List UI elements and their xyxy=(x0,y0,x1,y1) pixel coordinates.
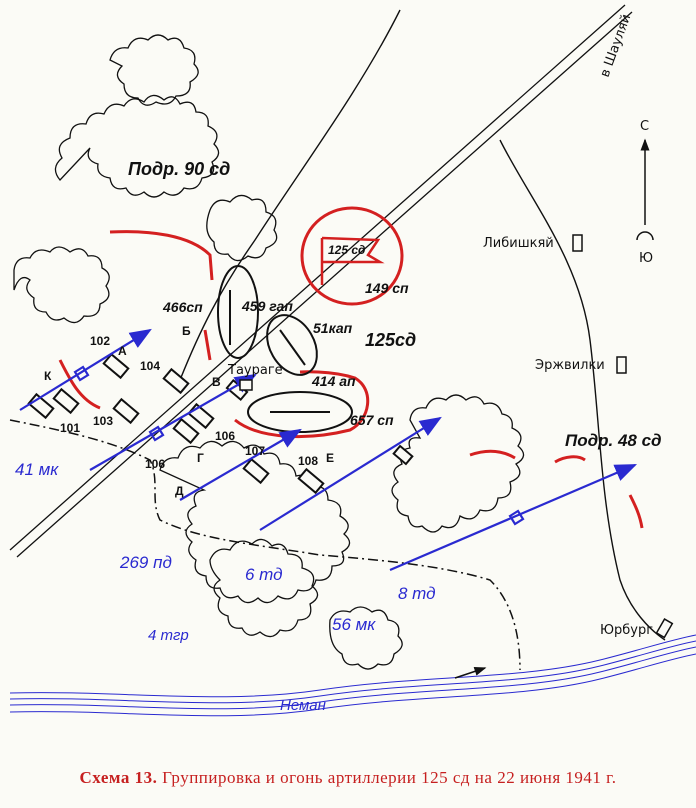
town-markers xyxy=(239,234,674,639)
kap51-oval xyxy=(266,314,318,376)
battery-e: Е xyxy=(326,451,334,465)
roads xyxy=(179,9,666,641)
compass-north: С xyxy=(640,119,649,134)
friendly-artillery xyxy=(217,265,353,433)
forest-west xyxy=(13,246,110,324)
border-line xyxy=(9,419,521,671)
label-41mk: 41 мк xyxy=(15,460,59,479)
battery-v: В xyxy=(212,375,221,389)
battle-map: в Шауляй xyxy=(9,4,696,717)
art-101: 101 xyxy=(60,421,80,435)
river-neman xyxy=(9,634,696,717)
label-269pd: 269 пд xyxy=(119,553,172,572)
art-108: 108 xyxy=(298,454,318,468)
art-107: 107 xyxy=(245,444,265,458)
label-6td: 6 тд xyxy=(245,565,283,584)
town-yurburg: Юрбург xyxy=(600,623,653,638)
forest-areas xyxy=(13,34,525,670)
friendly-line-north xyxy=(109,230,214,281)
forest-south xyxy=(159,440,351,604)
compass-south: Ю xyxy=(639,251,653,266)
attack-arrow-8td xyxy=(389,463,638,572)
railway-label: в Шауляй xyxy=(598,12,635,79)
label-466sp: 466сп xyxy=(162,299,203,315)
label-51kap: 51кап xyxy=(313,320,353,336)
label-657sp: 657 сп xyxy=(350,412,394,428)
forest-ridge xyxy=(206,194,278,262)
map-caption: Схема 13. Группировка и огонь артиллерии… xyxy=(0,768,696,788)
friendly-line-mid xyxy=(203,329,212,361)
railway xyxy=(9,4,633,558)
label-podr-90: Подр. 90 сд xyxy=(128,159,230,179)
friendly-line-east1 xyxy=(469,449,516,460)
label-459gap: 459 гап xyxy=(241,298,293,314)
river-label: Неман xyxy=(280,697,326,714)
forest-southmid xyxy=(209,538,319,638)
caption-text: Группировка и огонь артиллерии 125 сд на… xyxy=(162,768,617,787)
unit-flag-icon xyxy=(320,236,385,285)
battery-d: Д xyxy=(175,484,184,498)
river-flow-arrow-icon xyxy=(454,667,487,679)
label-podr-48: Подр. 48 сд xyxy=(565,431,662,450)
forest-southeast xyxy=(391,394,525,533)
battery-b: Б xyxy=(182,324,191,338)
art-106a: 106 xyxy=(215,429,235,443)
town-taurage: Таураге xyxy=(227,363,283,378)
art-104: 104 xyxy=(140,359,160,373)
label-149sp: 149 сп xyxy=(365,280,409,296)
friendly-positions xyxy=(58,206,644,529)
gap459-oval xyxy=(217,265,259,359)
label-125sd: 125сд xyxy=(365,330,416,350)
forest-north-top xyxy=(109,34,199,106)
forest-north xyxy=(54,94,220,198)
label-56mk: 56 мк xyxy=(332,615,376,634)
town-libishkyai: Либишкяй xyxy=(483,236,554,251)
sd125-hq-oval xyxy=(300,206,404,306)
art-103: 103 xyxy=(93,414,113,428)
label-414ap: 414 ап xyxy=(311,373,356,389)
compass: С Ю xyxy=(636,119,654,266)
attack-arrow-41mk-2 xyxy=(89,373,257,471)
battery-g: Г xyxy=(197,451,204,465)
label-8td: 8 тд xyxy=(398,584,436,603)
friendly-line-west xyxy=(58,359,101,410)
label-4tgr: 4 тгр xyxy=(148,627,189,644)
friendly-line-east3 xyxy=(628,494,644,529)
friendly-line-657 xyxy=(234,370,370,439)
friendly-line-east2 xyxy=(554,455,586,464)
enemy-attacks xyxy=(19,328,638,572)
art-106b: 106 xyxy=(145,457,165,471)
label-125sd-flag: 125 сд xyxy=(328,243,365,257)
attack-arrow-6td xyxy=(259,416,442,531)
attack-arrow-269pd xyxy=(179,428,302,501)
forest-river xyxy=(329,606,403,670)
caption-number: Схема 13. xyxy=(79,768,158,787)
art-102: 102 xyxy=(90,334,110,348)
town-erzhvilki: Эржвилки xyxy=(535,358,605,373)
battery-a: А xyxy=(118,344,127,358)
battery-k: К xyxy=(44,369,52,383)
